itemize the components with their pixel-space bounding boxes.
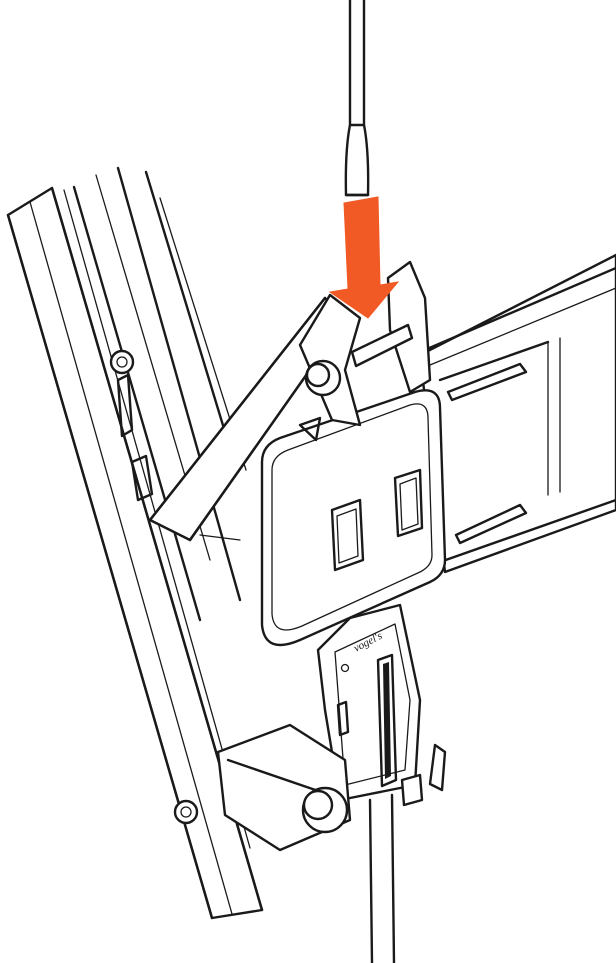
- rail-screw-icon: [109, 349, 135, 375]
- hinge-block: [298, 260, 432, 442]
- wall-rail: [6, 166, 264, 920]
- lower-hinge: [216, 723, 447, 852]
- horizontal-bracket: [418, 253, 616, 574]
- lower-knob-icon: [301, 786, 349, 834]
- arrow-down-icon: [328, 196, 400, 319]
- plate-slot-left: [330, 498, 365, 572]
- support-arm: [148, 296, 347, 542]
- locking-strip: vogel's: [316, 603, 422, 802]
- rail-screw-icon: [173, 799, 199, 825]
- plate-slot-right: [393, 468, 424, 538]
- hinge-knob-icon: [304, 359, 342, 397]
- screwdriver-icon: [344, 0, 370, 197]
- adapter-plate: [260, 389, 447, 647]
- vertical-pole: [368, 793, 396, 963]
